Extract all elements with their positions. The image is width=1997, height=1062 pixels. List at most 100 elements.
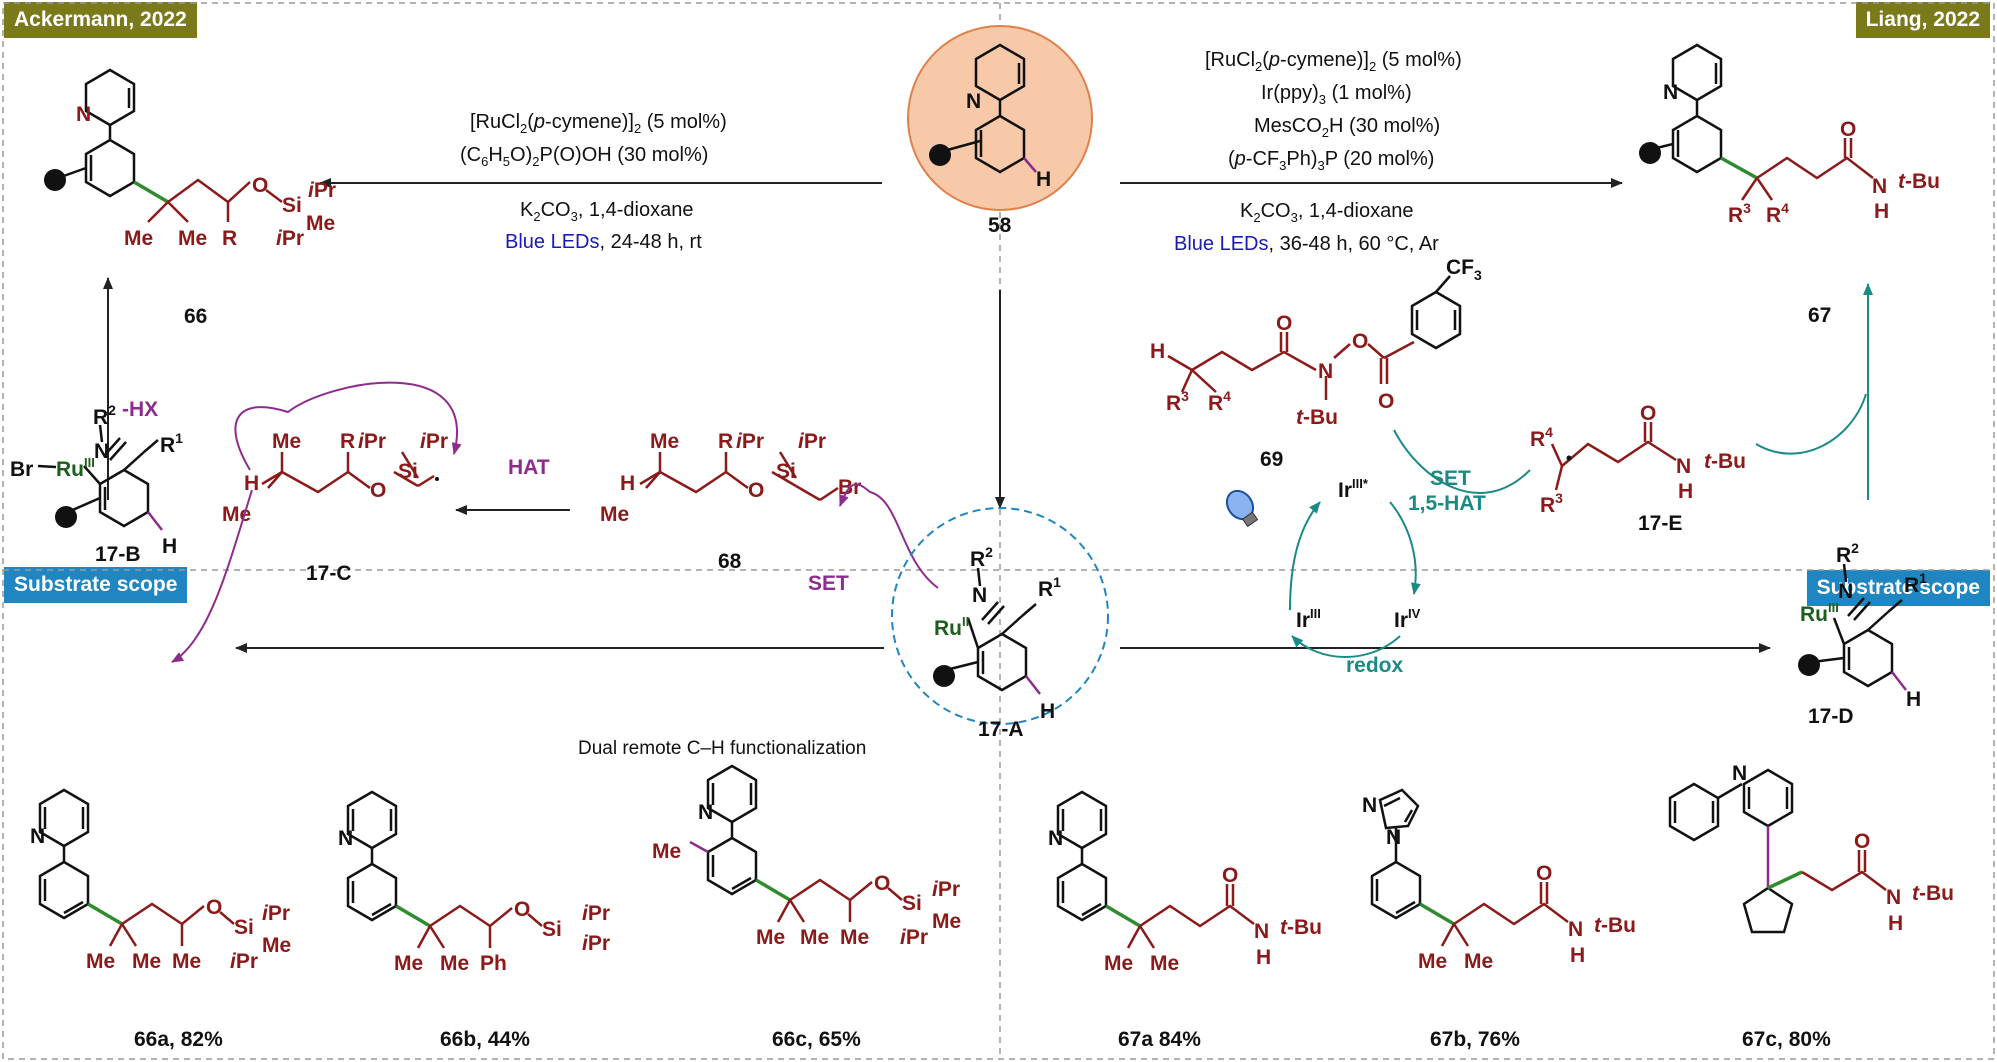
svg-text:Me: Me xyxy=(652,840,681,863)
svg-text:IrIII*: IrIII* xyxy=(1338,476,1369,502)
svg-text:iPr: iPr xyxy=(736,430,764,453)
svg-text:Me: Me xyxy=(1464,950,1493,973)
svg-text:N: N xyxy=(698,801,713,824)
label-67c: 67c, 80% xyxy=(1742,1028,1831,1051)
svg-text:O: O xyxy=(748,479,764,502)
svg-text:R2: R2 xyxy=(1836,540,1859,567)
svg-text:O: O xyxy=(514,898,530,921)
svg-text:Me: Me xyxy=(394,952,423,975)
svg-text:H: H xyxy=(1040,700,1055,723)
set-curve-arrow xyxy=(839,483,939,589)
svg-text:iPr: iPr xyxy=(262,902,290,925)
svg-text:O: O xyxy=(1536,862,1552,885)
tag-substrate-scope-left: Substrate scope xyxy=(4,567,188,603)
svg-text:Si: Si xyxy=(234,916,254,939)
svg-text:Me: Me xyxy=(172,950,201,973)
svg-text:H: H xyxy=(244,472,259,495)
svg-text:R1: R1 xyxy=(1038,574,1061,601)
svg-text:N: N xyxy=(1732,762,1747,785)
conditions-left: [RuCl2(p-cymene)]2 (5 mol%) (C6H5O)2P(O)… xyxy=(460,111,727,253)
svg-text:O: O xyxy=(206,896,222,919)
svg-text:R3: R3 xyxy=(1540,490,1563,517)
radical-17e: R4 R3 O N H t-Bu 17-E xyxy=(1530,402,1746,535)
svg-text:Me: Me xyxy=(1418,950,1447,973)
svg-text:O: O xyxy=(370,479,386,502)
product-66a: N O Si iPr Me iPr Me Me Me 66a, 82% xyxy=(30,788,291,1051)
step-set-left: SET xyxy=(808,572,849,595)
atom-n: N xyxy=(966,90,981,113)
lightbulb-icon xyxy=(1225,489,1259,528)
label-66b: 66b, 44% xyxy=(440,1028,530,1051)
svg-text:H: H xyxy=(1874,200,1889,223)
svg-text:H: H xyxy=(620,472,635,495)
svg-text:t-Bu: t-Bu xyxy=(1296,406,1338,429)
svg-text:O: O xyxy=(874,872,890,895)
svg-text:N: N xyxy=(1254,920,1269,943)
label-17b: 17-B xyxy=(95,543,141,566)
svg-text:(p-CF3Ph)3P (20 mol%): (p-CF3Ph)3P (20 mol%) xyxy=(1228,148,1434,173)
arrow-17e-join xyxy=(1755,393,1867,455)
svg-text:R1: R1 xyxy=(160,430,183,457)
svg-text:N: N xyxy=(1872,175,1887,198)
label-67a: 67a 84% xyxy=(1118,1028,1201,1051)
svg-text:iPr: iPr xyxy=(420,430,448,453)
svg-text:RuIII: RuIII xyxy=(1800,600,1839,626)
svg-text:N: N xyxy=(1568,918,1583,941)
compound-67: N O N H t-Bu R3 R4 67 xyxy=(1639,43,1940,327)
svg-text:Si: Si xyxy=(542,918,562,941)
svg-text:R2: R2 xyxy=(93,402,116,429)
svg-text:Me: Me xyxy=(600,503,629,526)
svg-text:t-Bu: t-Bu xyxy=(1898,170,1940,193)
compound-69: H R3 R4 O N O O t-Bu CF3 69 xyxy=(1150,256,1482,471)
ru-c-formation-arrow xyxy=(171,489,253,663)
svg-text:iPr: iPr xyxy=(308,179,336,202)
svg-text:iPr: iPr xyxy=(798,430,826,453)
svg-text:N: N xyxy=(1318,360,1333,383)
conditions-right: [RuCl2(p-cymene)]2 (5 mol%) Ir(ppy)3 (1 … xyxy=(1174,49,1462,255)
photoredox-cycle: IrIII* IrIII IrIV SET 1,5-HAT redox xyxy=(1225,429,1531,677)
radical-17c: H Me Me R iPr iPr O Si 17-C xyxy=(222,430,448,585)
svg-text:Me: Me xyxy=(222,503,251,526)
svg-text:Blue LEDs, 24-48 h, rt: Blue LEDs, 24-48 h, rt xyxy=(505,231,702,253)
svg-text:O: O xyxy=(1640,402,1656,425)
svg-text:N: N xyxy=(1838,580,1853,603)
svg-text:iPr: iPr xyxy=(582,902,610,925)
caption-dual-remote: Dual remote C–H functionalization xyxy=(578,738,866,759)
svg-text:Me: Me xyxy=(440,952,469,975)
product-66c: N Me O Si iPr Me iPr Me Me Me 66c, 65% xyxy=(652,764,961,1051)
svg-text:R: R xyxy=(340,430,355,453)
svg-text:Me: Me xyxy=(932,910,961,933)
tag-ackermann: Ackermann, 2022 xyxy=(4,2,197,38)
svg-text:N: N xyxy=(76,103,91,126)
svg-text:iPr: iPr xyxy=(358,430,386,453)
svg-text:O: O xyxy=(1352,330,1368,353)
svg-text:K2CO3, 1,4-dioxane: K2CO3, 1,4-dioxane xyxy=(1240,200,1413,225)
svg-text:[RuCl2(p-cymene)]2 (5 mol%): [RuCl2(p-cymene)]2 (5 mol%) xyxy=(1205,49,1462,74)
svg-text:t-Bu: t-Bu xyxy=(1912,882,1954,905)
svg-text:Me: Me xyxy=(132,950,161,973)
svg-text:Me: Me xyxy=(262,934,291,957)
svg-text:Ph: Ph xyxy=(480,952,507,975)
svg-text:t-Bu: t-Bu xyxy=(1704,450,1746,473)
svg-text:t-Bu: t-Bu xyxy=(1280,916,1322,939)
svg-text:N: N xyxy=(1676,455,1691,478)
product-66b: N O Si iPr iPr Me Me Ph 66b, 44% xyxy=(338,790,610,1051)
label-66a: 66a, 82% xyxy=(134,1028,223,1051)
svg-text:R: R xyxy=(718,430,733,453)
step-set-right: SET xyxy=(1430,467,1471,490)
svg-text:Me: Me xyxy=(1150,952,1179,975)
svg-text:IrIII: IrIII xyxy=(1296,606,1321,632)
complex-17b: R2 N R1 Br RuIII H 17-B xyxy=(10,402,183,566)
svg-text:Me: Me xyxy=(800,926,829,949)
svg-text:H: H xyxy=(1256,946,1271,969)
svg-text:Si: Si xyxy=(398,460,418,483)
svg-text:N: N xyxy=(30,825,45,848)
svg-text:H: H xyxy=(162,535,177,558)
step-minus-hx: -HX xyxy=(122,398,158,421)
step-hat-15: 1,5-HAT xyxy=(1408,492,1486,515)
svg-text:N: N xyxy=(1386,826,1401,849)
product-67b: N N O N H t-Bu Me Me 67b, 76% xyxy=(1362,788,1636,1051)
svg-text:Me: Me xyxy=(178,227,207,250)
svg-text:R3: R3 xyxy=(1728,200,1751,227)
